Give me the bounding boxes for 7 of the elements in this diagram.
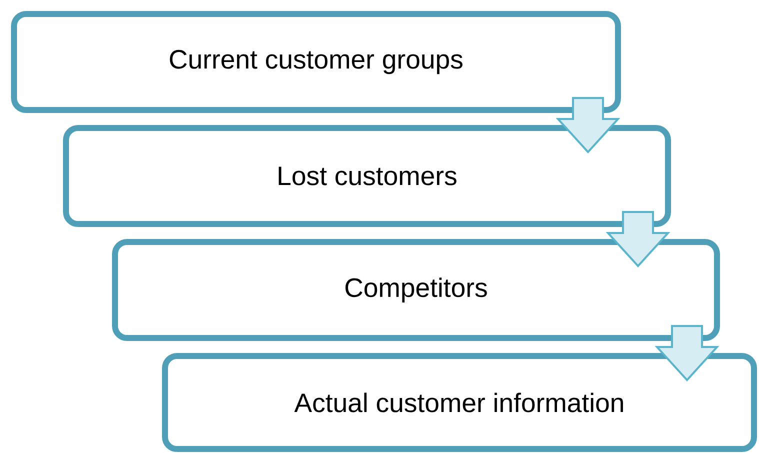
process-box: Current customer groups xyxy=(11,11,621,113)
down-arrow xyxy=(556,97,620,154)
process-box: Lost customers xyxy=(63,125,671,227)
down-arrow xyxy=(654,325,720,382)
process-box: Actual customer information xyxy=(162,353,758,452)
down-arrow xyxy=(606,211,670,268)
process-box: Competitors xyxy=(112,239,720,341)
